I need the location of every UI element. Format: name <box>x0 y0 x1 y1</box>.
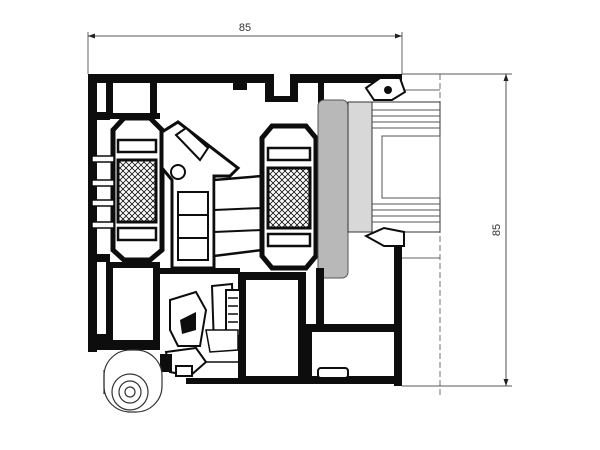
right-thermal-break <box>259 123 319 271</box>
top-dimension: 85 <box>87 22 403 74</box>
right-frame-profile <box>298 246 402 386</box>
hardware-mechanism <box>160 282 241 378</box>
width-dimension-label: 85 <box>239 22 251 34</box>
central-gasket <box>160 120 264 270</box>
roller-element <box>103 349 163 413</box>
lower-center-profile <box>160 268 349 384</box>
top-glazing-clip <box>364 77 407 101</box>
left-thermal-break <box>91 115 165 263</box>
height-dimension-label: 85 <box>491 224 503 236</box>
right-dimension: 85 <box>402 73 512 387</box>
glazing-gasket <box>317 99 349 279</box>
glass-unit <box>347 101 441 233</box>
bottom-glazing-clip <box>363 226 405 247</box>
